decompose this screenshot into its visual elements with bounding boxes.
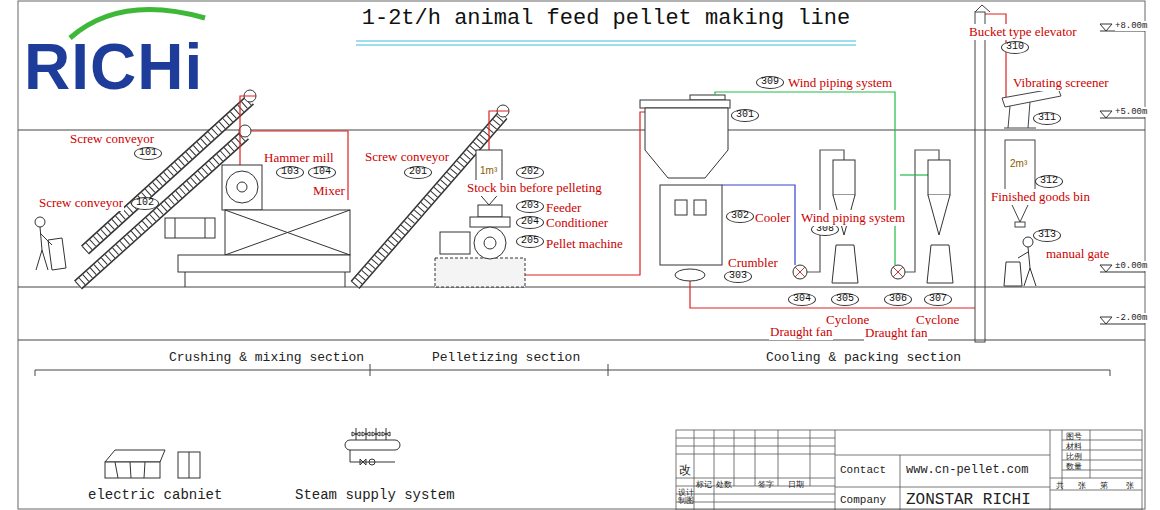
equipment-name: Pellet machine xyxy=(545,236,624,252)
equipment-name: Wind piping system xyxy=(787,75,893,91)
table-cell: 处数 xyxy=(716,479,732,490)
callout-text: 201 xyxy=(409,167,427,177)
level-mark: +5.00m xyxy=(1115,107,1147,117)
level-mark: ±0.00m xyxy=(1115,261,1147,271)
callout-number: 304 xyxy=(788,293,816,306)
equipment-name: Screw conveyor xyxy=(69,131,155,147)
table-cell: Company xyxy=(840,494,886,506)
callout-text: 304 xyxy=(793,294,811,304)
table-cell: 比例 xyxy=(1066,451,1082,462)
callout-number: 307 xyxy=(924,293,952,306)
equipment-name: Stock bin before pelleting xyxy=(466,180,603,196)
callout-text: 311 xyxy=(1038,113,1056,123)
table-cell: Contact xyxy=(840,464,886,476)
equipment-name: Vibrating screener xyxy=(1012,75,1110,91)
callout-text: 103 xyxy=(281,167,299,177)
callout-text: 104 xyxy=(313,167,331,177)
callout-text: 306 xyxy=(889,294,907,304)
symbol-caption: Steam supply system xyxy=(295,487,455,503)
section-name: Pelletizing section xyxy=(430,350,582,365)
callout-number: 203 xyxy=(516,200,544,213)
table-cell: 图号 xyxy=(1066,431,1082,442)
table-cell: 材料 xyxy=(1066,441,1082,452)
callout-number: 301 xyxy=(731,109,759,122)
equipment-name: Draught fan xyxy=(769,324,833,340)
table-cell: 数量 xyxy=(1066,461,1082,472)
equipment-name: Hammer mill xyxy=(263,150,335,166)
callout-text: 309 xyxy=(761,77,779,87)
callout-text: 301 xyxy=(736,110,754,120)
callout-number: 306 xyxy=(884,293,912,306)
callout-text: 307 xyxy=(929,294,947,304)
table-cell: 张 xyxy=(1078,480,1086,491)
callout-number: 102 xyxy=(131,197,159,210)
logo-text: RICHi xyxy=(24,30,203,104)
callout-number: 312 xyxy=(1035,175,1063,188)
equipment-name: Finished goods bin xyxy=(990,189,1091,205)
callout-number: 310 xyxy=(1001,41,1029,54)
volume-label: 1m³ xyxy=(480,165,497,176)
callout-text: 204 xyxy=(521,217,539,227)
callout-number: 204 xyxy=(516,216,544,229)
equipment-name: Cooler xyxy=(754,210,791,226)
equipment-name: manual gate xyxy=(1045,246,1110,262)
callout-number: 202 xyxy=(516,166,544,179)
callout-text: 202 xyxy=(521,167,539,177)
section-name: Crushing & mixing section xyxy=(167,350,366,365)
equipment-name: Screw conveyor xyxy=(364,149,450,165)
callout-number: 309 xyxy=(756,76,784,89)
volume-label: 2m³ xyxy=(1010,158,1027,169)
callout-number: 205 xyxy=(516,235,544,248)
callout-text: 302 xyxy=(731,211,749,221)
callout-text: 305 xyxy=(836,294,854,304)
equipment-name: Mixer xyxy=(312,183,346,199)
callout-number: 101 xyxy=(134,147,162,160)
callout-text: 303 xyxy=(729,271,747,281)
callout-number: 303 xyxy=(724,270,752,283)
equipment-name: Draught fan xyxy=(864,325,928,341)
table-cell: 制图 xyxy=(678,495,694,506)
callout-text: 310 xyxy=(1006,42,1024,52)
symbol-caption: electric cabniet xyxy=(88,487,222,503)
equipment-name: Conditioner xyxy=(545,215,609,231)
table-cell: 改 xyxy=(679,462,691,479)
table-cell: www.cn-pellet.com xyxy=(906,463,1028,477)
equipment-name: Wind piping system xyxy=(800,210,906,226)
table-cell: 日期 xyxy=(788,479,804,490)
callout-text: 312 xyxy=(1040,176,1058,186)
equipment-name: Feeder xyxy=(545,200,582,216)
table-cell: 标记 xyxy=(696,479,712,490)
table-cell: ZONSTAR RICHI xyxy=(906,491,1031,509)
diagram-title: 1-2t/h animal feed pellet making line xyxy=(356,6,856,31)
equipment-name: Bucket type elevator xyxy=(968,24,1078,40)
table-cell: 共 xyxy=(1056,480,1064,491)
callout-number: 311 xyxy=(1033,112,1061,125)
callout-number: 313 xyxy=(1033,229,1061,242)
level-mark: +8.00m xyxy=(1115,21,1147,31)
callout-number: 302 xyxy=(726,210,754,223)
table-cell: 张 xyxy=(1126,480,1134,491)
level-mark: -2.00m xyxy=(1115,313,1147,323)
callout-number: 201 xyxy=(404,166,432,179)
callout-number: 305 xyxy=(831,293,859,306)
callout-text: 102 xyxy=(136,198,154,208)
callout-number: 104 xyxy=(308,166,336,179)
callout-text: 205 xyxy=(521,236,539,246)
equipment-name: Screw conveyor xyxy=(38,195,124,211)
equipment-name: Crumbler xyxy=(727,255,779,271)
callout-text: 203 xyxy=(521,201,539,211)
callout-text: 101 xyxy=(139,148,157,158)
section-name: Cooling & packing section xyxy=(764,350,963,365)
callout-text: 313 xyxy=(1038,230,1056,240)
table-cell: 签字 xyxy=(758,479,774,490)
table-cell: 第 xyxy=(1100,480,1108,491)
callout-number: 103 xyxy=(276,166,304,179)
